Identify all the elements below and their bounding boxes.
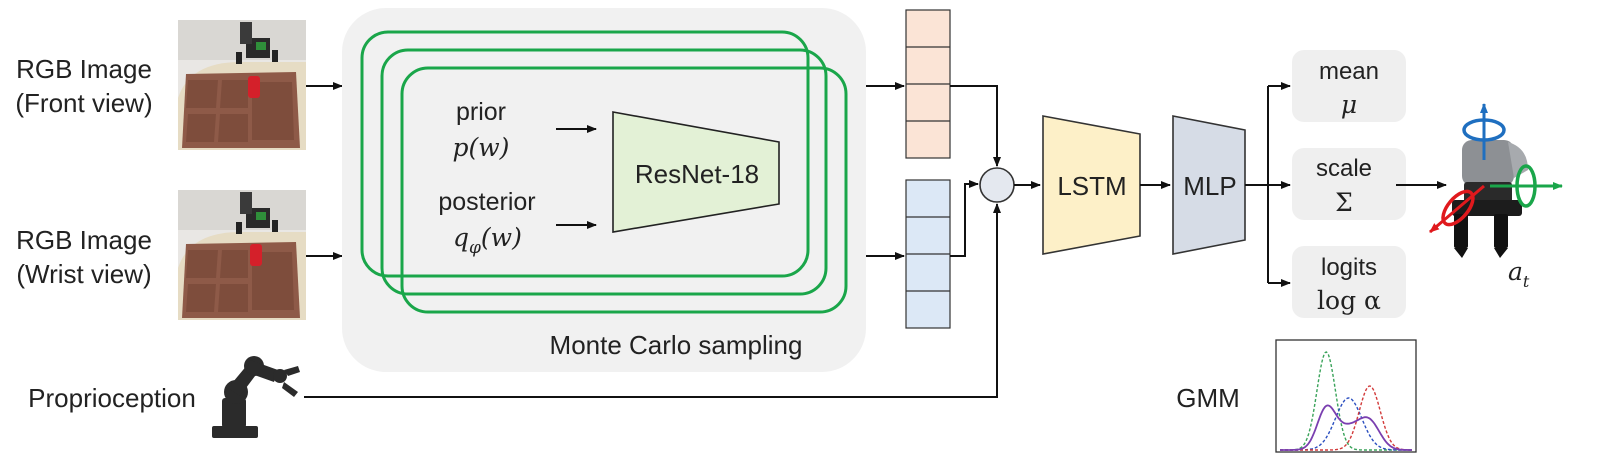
resnet-label: ResNet-18 bbox=[635, 159, 759, 189]
mlp-block bbox=[1172, 115, 1246, 255]
red-axis-icon bbox=[1429, 184, 1485, 234]
wrist-feature-to-concat-arrow bbox=[950, 180, 979, 257]
posterior-tail: (w) bbox=[481, 223, 522, 252]
logits-symbol: log α bbox=[1317, 286, 1381, 315]
gmm-label: GMM bbox=[1176, 383, 1240, 413]
proprio-to-concat-arrow bbox=[304, 203, 1001, 398]
scale-label: scale bbox=[1316, 155, 1372, 182]
wrist-label-line2: (Wrist view) bbox=[16, 259, 151, 289]
posterior-math: qφ(w) bbox=[453, 223, 522, 258]
wrist-feature-vector bbox=[905, 179, 951, 329]
mean-symbol: μ bbox=[1341, 90, 1357, 119]
prior-math: p(w) bbox=[453, 133, 510, 162]
scale-head bbox=[1292, 148, 1406, 220]
sampler-caption: Monte Carlo sampling bbox=[550, 330, 803, 360]
prior-label: prior bbox=[456, 98, 506, 126]
gripper-image bbox=[1452, 140, 1528, 258]
scale-symbol: Σ bbox=[1335, 188, 1353, 217]
sample-frame-2 bbox=[380, 48, 828, 296]
front-feature-vector bbox=[905, 9, 951, 159]
wrist-label-line1: RGB Image bbox=[16, 225, 152, 255]
gmm-plot-frame bbox=[1275, 339, 1417, 453]
wrist-view-image bbox=[178, 190, 306, 320]
gmm-component-3 bbox=[1280, 385, 1412, 451]
logits-head bbox=[1292, 246, 1406, 318]
mean-head bbox=[1292, 50, 1406, 122]
mean-label: mean bbox=[1319, 58, 1379, 85]
front-feature-to-concat-arrow bbox=[950, 85, 1001, 167]
logits-label: logits bbox=[1321, 254, 1377, 281]
lstm-block bbox=[1042, 115, 1141, 255]
proprio-label: Proprioception bbox=[28, 383, 196, 413]
front-label-line1: RGB Image bbox=[16, 54, 152, 84]
posterior-q: q bbox=[453, 223, 469, 252]
action-sub: t bbox=[1523, 272, 1530, 291]
sample-frame-3 bbox=[400, 66, 848, 314]
mlp-label: MLP bbox=[1183, 171, 1236, 201]
resnet-block bbox=[612, 111, 780, 233]
gmm-mixture-curve bbox=[1280, 404, 1412, 451]
action-symbol: at bbox=[1508, 257, 1530, 291]
posterior-label: posterior bbox=[438, 188, 535, 216]
concat-node bbox=[979, 167, 1015, 203]
blue-axis-icon bbox=[1462, 103, 1506, 160]
sampler-background bbox=[342, 8, 866, 372]
posterior-sub: φ bbox=[469, 238, 481, 258]
gmm-curves bbox=[1280, 351, 1412, 451]
lstm-label: LSTM bbox=[1057, 171, 1126, 201]
front-view-image bbox=[178, 20, 306, 150]
green-axis-icon bbox=[1490, 164, 1563, 208]
front-label-line2: (Front view) bbox=[15, 88, 152, 118]
sample-frame-1 bbox=[360, 30, 810, 278]
action-a: a bbox=[1508, 257, 1523, 286]
robot-arm-icon bbox=[212, 356, 300, 438]
